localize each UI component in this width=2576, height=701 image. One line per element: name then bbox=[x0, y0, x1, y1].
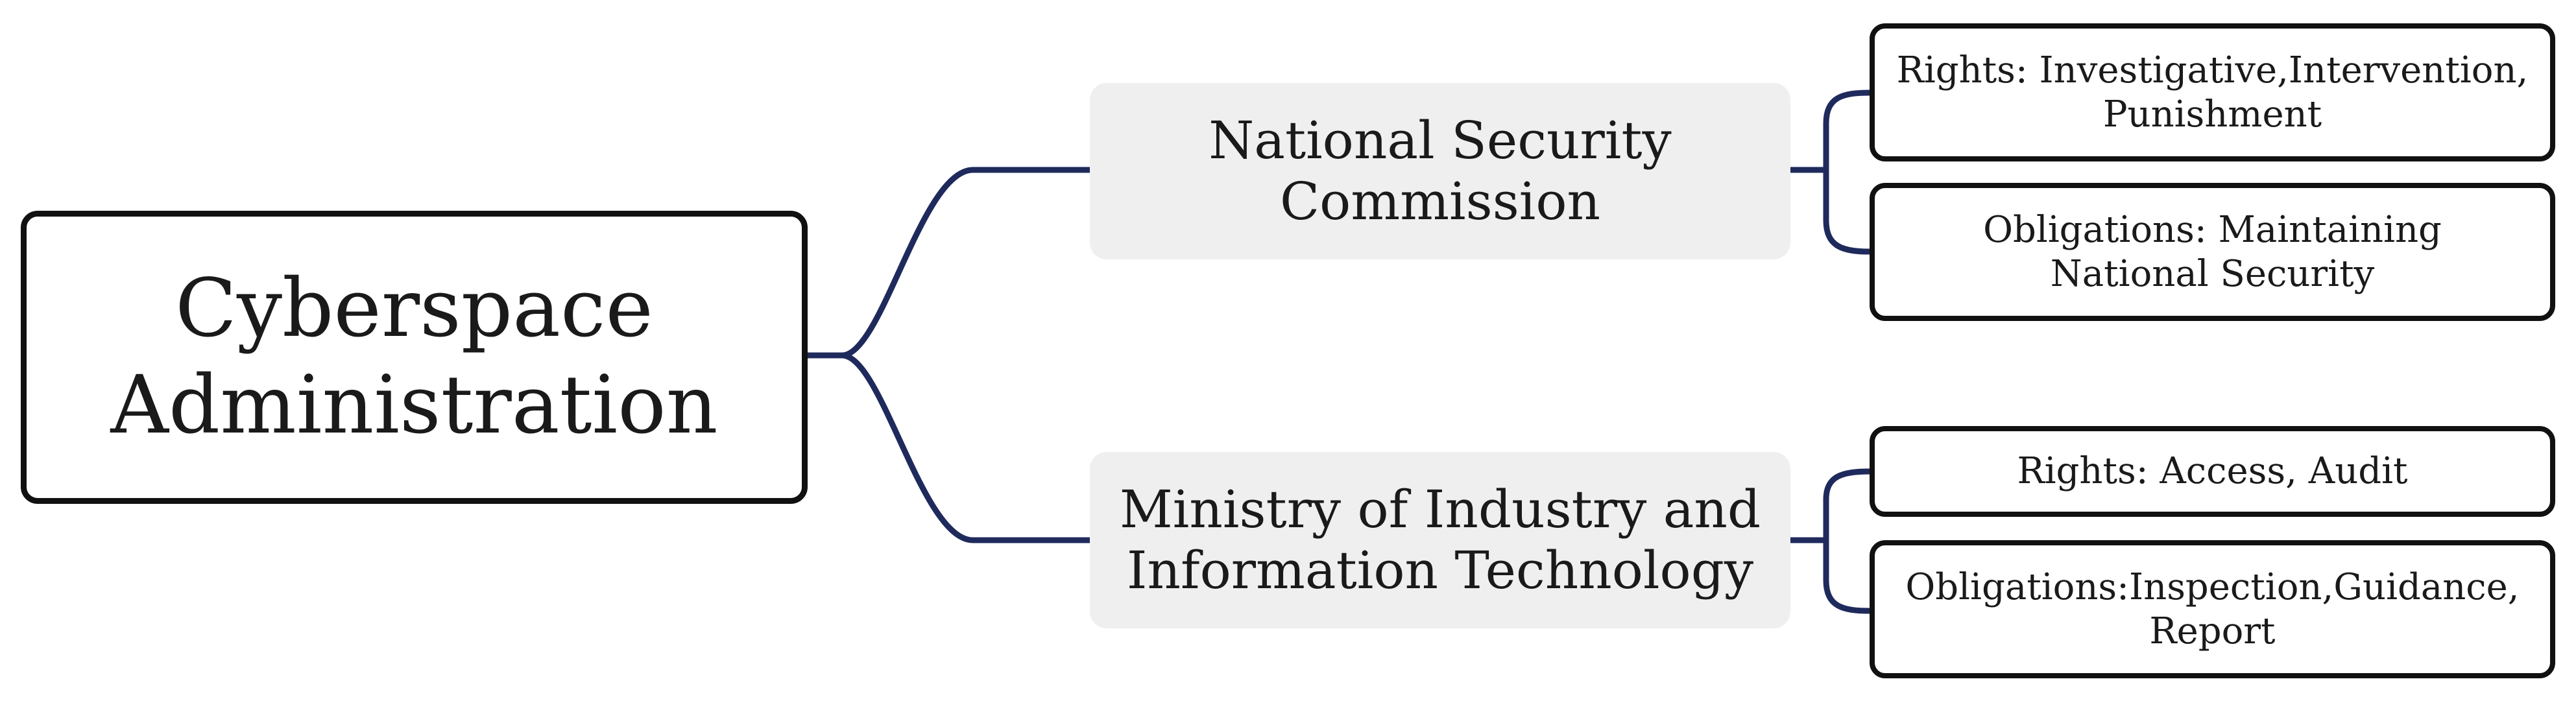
branch-node-label-line1: Ministry of Industry and bbox=[1119, 479, 1761, 540]
leaf-node-label-line1: Rights: Access, Audit bbox=[2017, 450, 2408, 493]
branch-node-ministry-industry-it: Ministry of Industry and Information Tec… bbox=[1090, 452, 1790, 628]
leaf-node-label-line2: Punishment bbox=[2102, 93, 2322, 136]
branch-node-label-line2: Information Technology bbox=[1126, 540, 1754, 600]
connector-root-to-national-security bbox=[804, 167, 1093, 359]
leaf-node-miit-obligations: Obligations:Inspection,Guidance, Report bbox=[1870, 540, 2555, 678]
root-node-label-line2: Administration bbox=[110, 359, 718, 452]
leaf-node-nsc-obligations: Obligations: Maintaining National Securi… bbox=[1870, 183, 2555, 321]
leaf-node-label-line1: Rights: Investigative,Intervention, bbox=[1896, 49, 2529, 92]
leaf-node-label-line2: Report bbox=[2149, 610, 2276, 652]
leaf-node-nsc-rights: Rights: Investigative,Intervention, Puni… bbox=[1870, 23, 2555, 161]
branch-node-national-security-commission: National Security Commission bbox=[1090, 83, 1790, 259]
branch-node-label-line2: Commission bbox=[1279, 171, 1601, 232]
connector-root-to-ministry bbox=[804, 352, 1093, 543]
root-node-label-line1: Cyberspace bbox=[175, 262, 653, 356]
connector-national-security-bracket bbox=[1787, 89, 1873, 255]
branch-node-label-line1: National Security bbox=[1209, 110, 1672, 171]
connector-ministry-bracket bbox=[1787, 468, 1873, 614]
root-node-cyberspace-administration: Cyberspace Administration bbox=[21, 211, 808, 504]
leaf-node-miit-rights: Rights: Access, Audit bbox=[1870, 426, 2555, 517]
leaf-node-label-line2: National Security bbox=[2050, 252, 2375, 295]
leaf-node-label-line1: Obligations:Inspection,Guidance, bbox=[1905, 566, 2520, 609]
leaf-node-label-line1: Obligations: Maintaining bbox=[1983, 209, 2442, 252]
